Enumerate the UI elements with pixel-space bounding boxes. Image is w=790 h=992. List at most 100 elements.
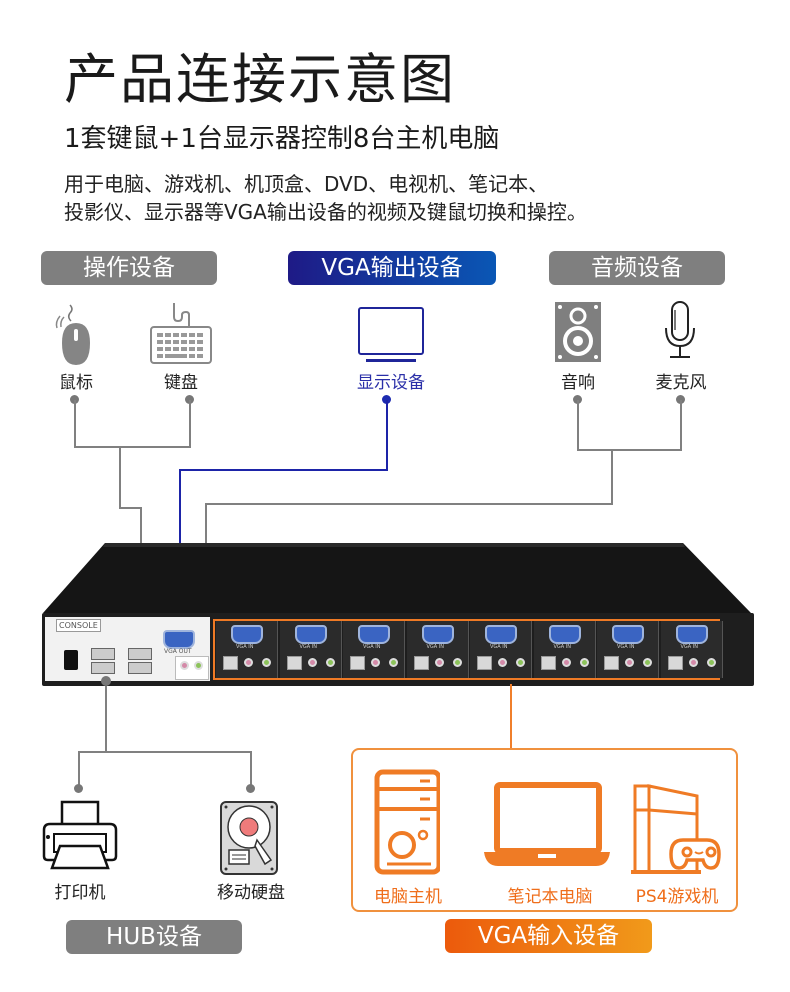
console-speaker-jack <box>194 661 203 670</box>
vga-in-label: VGA IN <box>490 644 508 650</box>
wire-hub-down <box>105 686 107 752</box>
vga-input-devices-header: VGA输入设备 <box>445 919 652 953</box>
vga-in-port <box>294 625 327 644</box>
vga-out-label: VGA OUT <box>164 648 192 655</box>
usb-b-port <box>223 656 238 670</box>
usb-b-port <box>286 656 302 670</box>
speaker-jack <box>706 658 716 667</box>
speaker-jack <box>579 658 589 667</box>
vga-in-port <box>612 625 644 644</box>
keyboard-connector-dot <box>185 395 194 404</box>
wire-kbm-down <box>119 446 121 508</box>
wire-keyboard <box>189 400 191 447</box>
wire-audio-down <box>611 449 613 504</box>
vga-in-label: VGA IN <box>299 644 318 650</box>
description-line-1: 用于电脑、游戏机、机顶盒、DVD、电视机、笔记本、 <box>64 172 549 196</box>
desktop-tower-icon <box>374 769 440 875</box>
usb-b-port <box>667 656 683 670</box>
display-connector-dot <box>382 395 391 404</box>
vga-in-port <box>358 625 390 644</box>
hub-port-dot <box>101 676 111 686</box>
wire-hub-horizontal <box>78 751 252 753</box>
vga-in-label: VGA IN <box>363 644 381 650</box>
keyboard-label: 键盘 <box>164 373 198 393</box>
wire-host-ports-down <box>510 684 512 749</box>
page-title: 产品连接示意图 <box>64 48 456 111</box>
mic-jack <box>371 658 380 667</box>
monitor-icon <box>358 307 424 362</box>
vga-in-port <box>231 625 263 644</box>
operation-devices-header: 操作设备 <box>41 251 217 285</box>
hard-drive-connector-dot <box>246 784 255 793</box>
vga-out-port <box>163 630 195 649</box>
usb-console-port-2 <box>128 662 152 674</box>
desktop-tower-label: 电脑主机 <box>374 887 442 907</box>
console-mic-jack <box>180 661 189 670</box>
mic-jack <box>561 658 571 667</box>
wire-audio-horizontal <box>205 503 613 505</box>
mic-jack <box>625 658 634 667</box>
wire-speaker <box>577 400 579 450</box>
console-audio-ports <box>175 656 209 680</box>
vga-in-port <box>485 625 517 644</box>
printer-connector-dot <box>74 784 83 793</box>
game-console-icon <box>631 784 721 874</box>
wire-hard-drive <box>250 751 252 788</box>
microphone-label: 麦克风 <box>655 373 707 393</box>
hub-devices-header: HUB设备 <box>66 920 242 954</box>
speaker-jack <box>643 658 652 667</box>
speaker-jack <box>516 658 525 667</box>
vga-in-label: VGA IN <box>236 644 254 650</box>
speaker-jack <box>262 658 271 667</box>
wire-display-down <box>386 400 388 470</box>
game-console-label: PS4游戏机 <box>635 887 719 907</box>
usb-b-port <box>540 656 556 670</box>
mic-jack <box>244 658 253 667</box>
mic-jack <box>498 658 507 667</box>
printer-icon <box>42 800 118 870</box>
usb-b-port <box>477 656 492 670</box>
speaker-jack <box>325 658 335 667</box>
mic-jack <box>307 658 317 667</box>
keyboard-icon <box>150 303 212 364</box>
page-subtitle: 1套键鼠+1台显示器控制8台主机电脑 <box>64 124 500 154</box>
speaker-jack <box>389 658 398 667</box>
printer-label: 打印机 <box>54 883 106 903</box>
mouse-connector-dot <box>70 395 79 404</box>
mic-jack <box>688 658 698 667</box>
wire-kbm-join <box>74 446 191 448</box>
wire-audio-join <box>577 449 682 451</box>
usb-hub-port-2 <box>91 662 115 674</box>
vga-in-port <box>421 625 454 644</box>
vga-in-label: VGA IN <box>553 644 572 650</box>
vga-in-port <box>675 625 708 644</box>
hard-drive-icon <box>220 801 278 875</box>
mouse-label: 鼠标 <box>59 373 93 393</box>
vga-in-label: VGA IN <box>617 644 635 650</box>
vga-in-port <box>548 625 581 644</box>
hard-drive-label: 移动硬盘 <box>217 883 285 903</box>
wire-printer <box>78 751 80 788</box>
speaker-jack <box>452 658 462 667</box>
usb-b-port <box>350 656 365 670</box>
usb-b-port <box>604 656 619 670</box>
description-line-2: 投影仪、显示器等VGA输出设备的视频及键鼠切换和操控。 <box>64 200 587 224</box>
wire-kbm-jog <box>119 507 141 509</box>
wire-mouse <box>74 400 76 447</box>
dc-power-jack <box>64 650 78 670</box>
vga-in-label: VGA IN <box>680 644 699 650</box>
usb-hub-port-1 <box>91 648 115 660</box>
usb-b-port <box>413 656 429 670</box>
speaker-label: 音响 <box>561 373 595 393</box>
audio-devices-header: 音频设备 <box>549 251 725 285</box>
laptop-icon <box>484 782 610 866</box>
vga-input-devices-box <box>351 748 738 912</box>
kvm-switch-top <box>43 543 751 613</box>
description: 用于电脑、游戏机、机顶盒、DVD、电视机、笔记本、 投影仪、显示器等VGA输出设… <box>64 170 764 226</box>
usb-console-port-1 <box>128 648 152 660</box>
console-label: CONSOLE <box>56 619 101 632</box>
microphone-icon <box>665 301 695 358</box>
laptop-label: 笔记本电脑 <box>507 887 593 907</box>
wire-microphone <box>680 400 682 450</box>
display-device-label: 显示设备 <box>357 373 425 393</box>
